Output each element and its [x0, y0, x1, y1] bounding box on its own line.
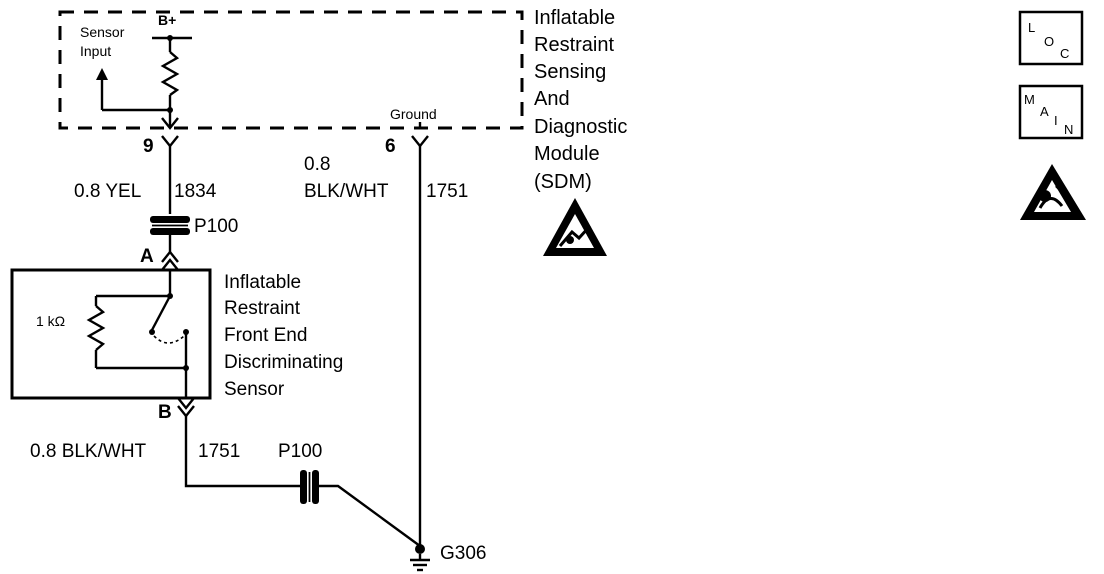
wire-module-ground-gauge: 0.8	[304, 154, 330, 175]
sdm-title-line: Diagnostic	[534, 116, 627, 138]
esd-warning-icon	[543, 198, 607, 256]
ground-symbol	[410, 544, 430, 572]
sensor-title-line: Inflatable	[224, 272, 301, 293]
wire-module-ground-color: BLK/WHT	[304, 181, 389, 202]
main-icon-letter: N	[1064, 122, 1073, 137]
sensor-title-line: Restraint	[224, 298, 301, 319]
sdm-title-line: And	[534, 88, 570, 110]
sensor-title-line: Front End	[224, 325, 307, 346]
main-icon-letter: M	[1024, 92, 1035, 107]
wire-sensor-ground-label: 0.8 BLK/WHT	[30, 441, 147, 462]
front-end-sensor-box	[10, 268, 212, 400]
loc-icon[interactable]: L O C	[1018, 10, 1084, 66]
wire-sensor-ground-1751	[184, 416, 300, 488]
sdm-title-line: Restraint	[534, 34, 614, 56]
sensor-input-label-line1: Sensor	[80, 24, 125, 40]
sdm-title: Inflatable Restraint Sensing And Diagnos…	[534, 7, 627, 193]
sdm-title-line: (SDM)	[534, 171, 592, 193]
wire-p100-to-ground	[319, 484, 421, 547]
connector-p100-upper	[150, 216, 190, 235]
sensor-input-label-line2: Input	[80, 43, 111, 59]
resistor-1k-label: 1 kΩ	[36, 313, 65, 329]
main-icon[interactable]: M A I N	[1018, 84, 1084, 140]
wire-module-ground-circuit: 1751	[426, 181, 468, 202]
sdm-pin-6: 6	[385, 136, 396, 157]
sensor-title: Inflatable Restraint Front End Discrimin…	[224, 272, 343, 400]
sensor-pin-b: B	[158, 402, 172, 423]
connector-p100-lower-label: P100	[278, 441, 322, 462]
sensor-title-line: Sensor	[224, 379, 285, 400]
wire-yel-circuit: 1834	[174, 181, 217, 202]
sdm-title-line: Module	[534, 143, 600, 165]
loc-icon-letter: O	[1044, 34, 1054, 49]
wire-sensor-ground-circuit: 1751	[198, 441, 240, 462]
wire-yel-label: 0.8 YEL	[74, 181, 141, 202]
sdm-module-box	[58, 10, 524, 130]
sdm-internal-circuit	[96, 35, 429, 148]
sensor-title-line: Discriminating	[224, 352, 343, 373]
bplus-label: B+	[158, 12, 176, 28]
main-icon-letter: I	[1054, 113, 1058, 128]
loc-icon-letter: C	[1060, 46, 1069, 61]
sensor-pin-a: A	[140, 246, 154, 267]
ground-point-label: G306	[440, 543, 486, 564]
connector-p100-upper-label: P100	[194, 216, 238, 237]
ground-label: Ground	[390, 106, 437, 122]
sdm-pin-9: 9	[143, 136, 154, 157]
sdm-title-line: Sensing	[534, 61, 606, 83]
sdm-title-line: Inflatable	[534, 7, 615, 29]
loc-icon-letter: L	[1028, 20, 1035, 35]
connector-p100-lower	[300, 470, 319, 504]
airbag-warning-icon	[1020, 164, 1086, 220]
main-icon-letter: A	[1040, 104, 1049, 119]
